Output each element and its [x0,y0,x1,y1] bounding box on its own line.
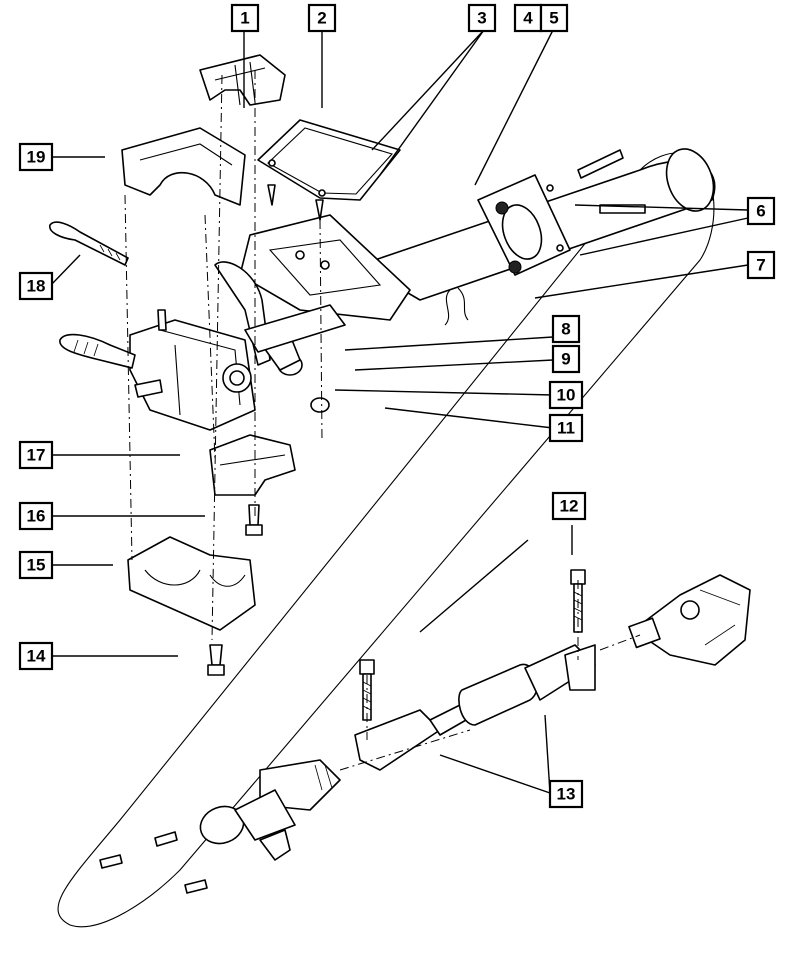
callout-label: 12 [560,497,579,516]
callout-label: 5 [549,9,558,28]
callout-1: 1 [230,3,260,33]
callout-3: 3 [467,3,497,33]
callout-label: 14 [27,647,46,666]
callout-label: 7 [756,256,765,275]
steering-gear [628,574,751,666]
assembly-centerlines [124,70,641,771]
screw-16 [245,504,263,536]
callout-4: 4 [513,3,543,33]
callout-18: 18 [18,271,54,301]
upper-shroud-1 [199,54,286,106]
callout-15: 15 [18,550,54,580]
callout-16: 16 [18,501,54,531]
lower-shroud-15 [127,536,256,631]
callout-2: 2 [307,3,337,33]
callout-14: 14 [18,641,54,671]
leader-lines [49,29,749,794]
callout-label: 6 [756,202,765,221]
callout-5: 5 [539,3,569,33]
callout-12: 12 [551,491,587,521]
callout-17: 17 [18,440,54,470]
turn-signal-lever [49,221,129,266]
column-shaft-core [244,304,346,353]
intermediate-shaft [354,644,596,771]
callout-13: 13 [548,779,584,809]
column-support-bracket [239,214,411,321]
callout-label: 18 [27,277,46,296]
callout-19: 19 [18,142,54,172]
callout-10: 10 [548,380,584,410]
callout-label: 13 [557,785,576,804]
nut-10 [310,397,330,413]
upper-shroud-19 [121,127,246,206]
callout-label: 8 [561,320,570,339]
callout-label: 16 [27,507,46,526]
callout-label: 19 [27,148,46,167]
callout-label: 15 [27,556,46,575]
lower-coupler-boot [199,759,341,861]
callout-9: 9 [551,344,581,374]
callout-label: 2 [317,9,326,28]
bottom-studs [99,831,208,894]
callout-label: 4 [523,9,533,28]
lower-bracket-17 [209,434,296,496]
callout-label: 17 [27,446,46,465]
column-cover-plate [257,119,401,221]
mounting-flange [477,174,571,276]
screw-14 [207,644,225,676]
switch-housing [59,309,256,431]
retaining-clip [444,287,469,326]
callout-11: 11 [548,413,584,443]
callout-label: 1 [240,9,249,28]
callout-8: 8 [551,314,581,344]
callout-label: 3 [477,9,486,28]
callout-label: 9 [561,350,570,369]
studs [577,149,646,214]
callout-7: 7 [746,250,776,280]
bolt-13 [359,659,375,721]
callout-6: 6 [746,196,776,226]
callout-label: 10 [557,386,576,405]
callout-label: 11 [557,419,575,438]
